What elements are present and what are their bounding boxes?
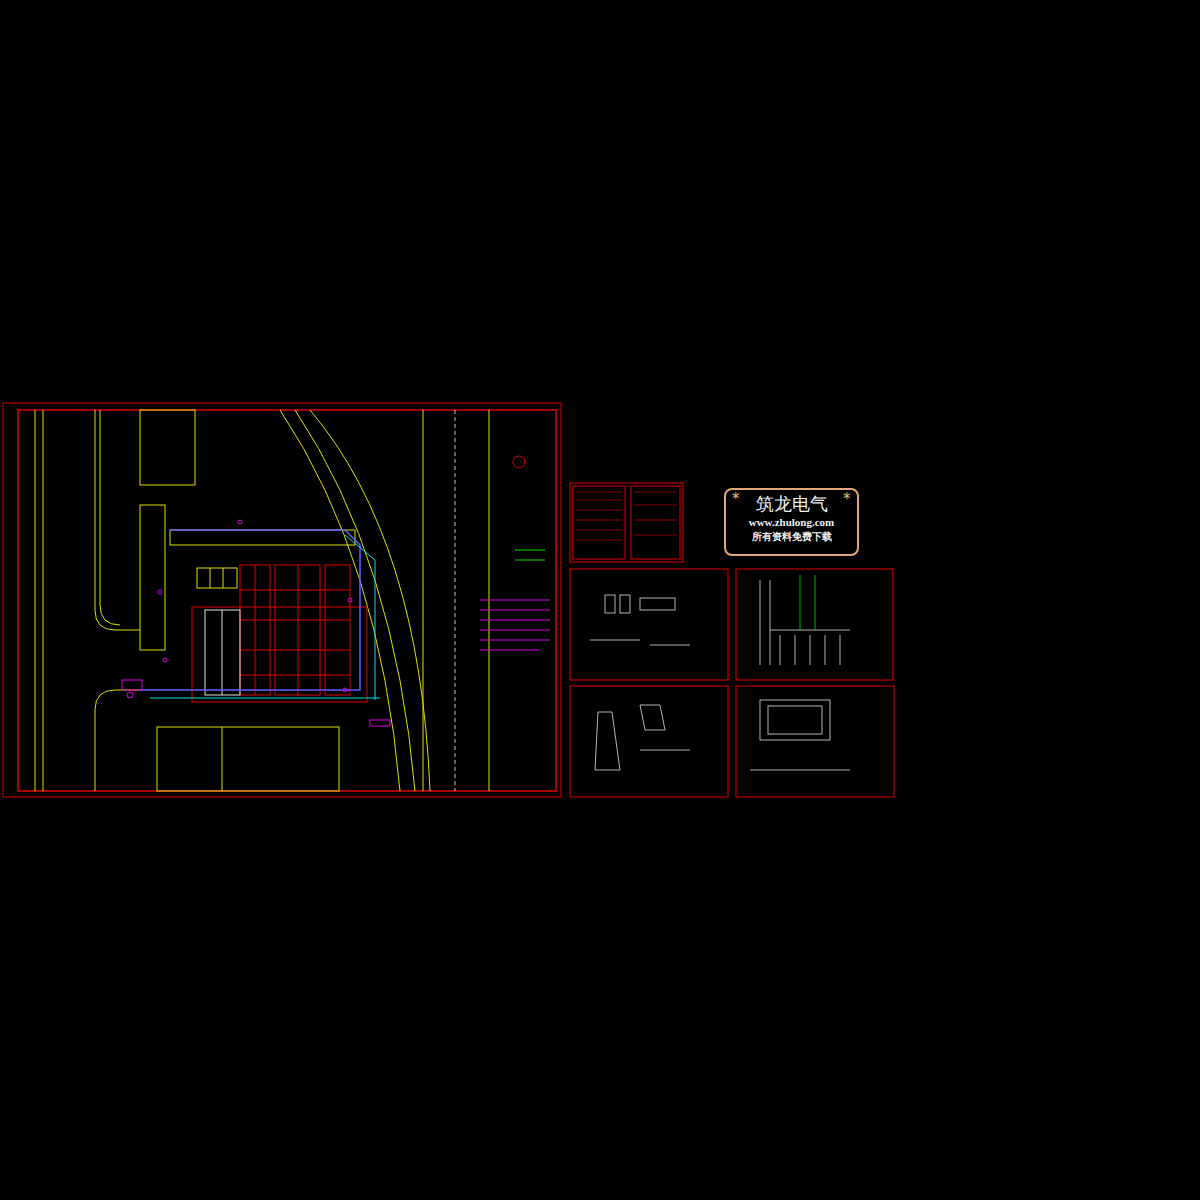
asterisk-mark: *: [843, 490, 851, 508]
logo-box: 筑龙电气www.zhulong.com 所有资料免费下载: [724, 488, 859, 556]
logo-note: 所有资料免费下载: [732, 531, 851, 543]
asterisk-mark: *: [732, 490, 740, 508]
logo-url: www.zhulong.com: [732, 516, 851, 529]
logo-title: 筑龙电气: [732, 494, 851, 515]
